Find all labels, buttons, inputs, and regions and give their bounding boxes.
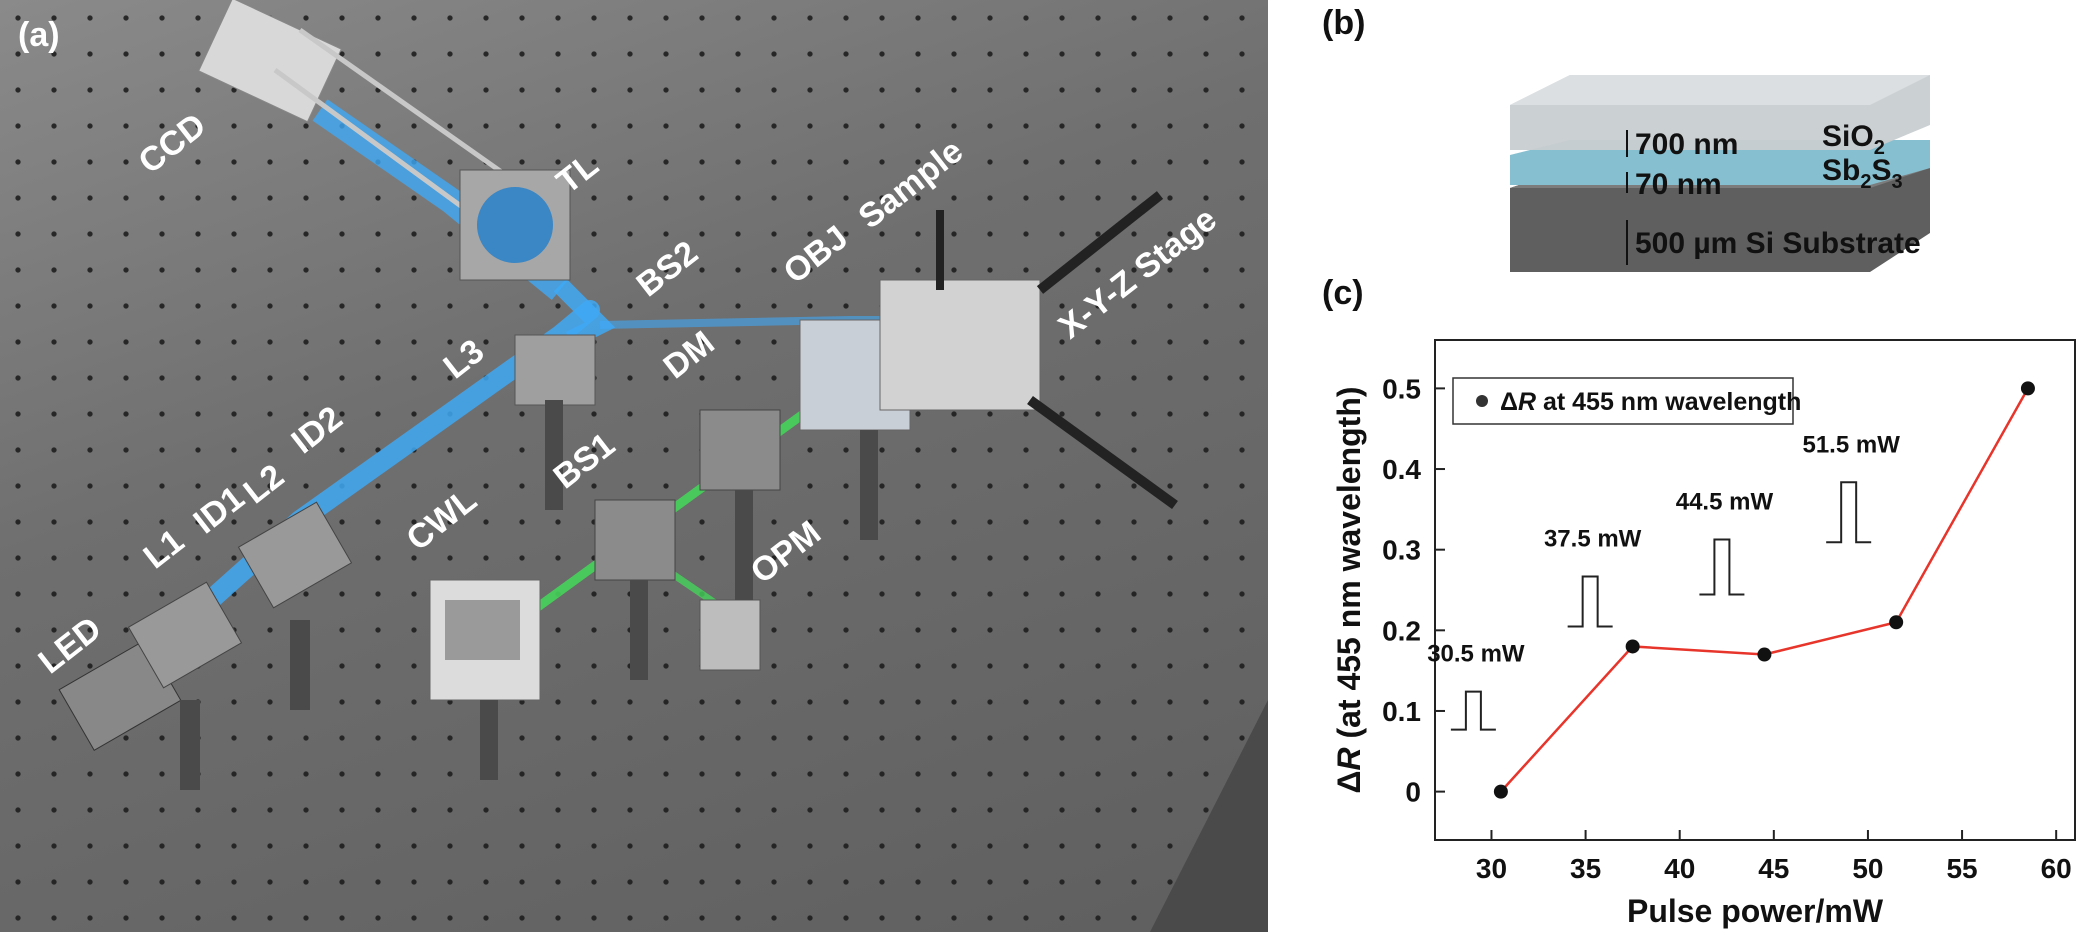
data-points [1493,381,2035,799]
layer-stack-diagram: 700 nm SiO2 70 nm Sb2S3 500 µm Si Substr… [1480,50,1940,290]
x-tick-label: 40 [1664,853,1695,884]
stage-micrometer [1036,191,1164,294]
optical-power-meter [699,599,761,671]
power-annotation: 51.5 mW [1802,431,1900,458]
panel-label-c: (c) [1322,274,1364,312]
x-tick-label: 55 [1946,853,1977,884]
series-line [1499,387,2030,793]
plot-frame [1434,339,2076,841]
y-tick-label: 0.4 [1382,454,1421,485]
cw-laser-fan [445,600,520,660]
table-edge [1150,700,1268,932]
x-tick-label: 50 [1852,853,1883,884]
label-dm: DM [657,324,722,387]
setup-photo-panel: CCD TL Sample OBJ BS2 X-Y-Z Stage L3 DM … [0,0,1268,932]
y-axis-title: ΔR (at 455 nm wavelength) [1331,386,1367,793]
tube-lens [477,187,553,263]
label-obj: OBJ [777,218,855,291]
sb2s3-layer [1510,140,1930,185]
cage-rail [273,67,482,223]
legend-box [1452,377,1794,425]
data-point [2020,381,2035,396]
lens-l2 [237,501,353,609]
optical-table-holes [0,0,1268,932]
sio2-name: SiO2 [1822,120,1885,159]
bs1-cube [514,334,596,406]
sb2s3-name: Sb2S3 [1822,154,1903,193]
label-bs2: BS2 [630,234,706,305]
chart-svg: 30 35 40 45 50 55 60 0 0.1 0.2 0.3 0.4 0.5 30.5 mW 3… [1331,132,2077,929]
label-sample: Sample [852,132,971,236]
power-annotation: 30.5 mW [1427,641,1525,668]
panel-label-b: (b) [1322,4,1366,42]
label-id2: ID2 [285,399,350,462]
data-point [1493,784,1508,799]
panel-label-a: (a) [18,16,60,54]
pulse-glyph [1699,538,1745,596]
data-point [1757,647,1772,662]
x-tick-label: 30 [1476,853,1507,884]
sio2-top [1510,75,1930,105]
x-tick-label: 45 [1758,853,1789,884]
pulse-glyph [1567,575,1613,628]
legend-marker [1476,395,1488,407]
post-holders [180,400,878,790]
substrate-layer [1510,168,1930,272]
lens-l1 [127,581,243,689]
sb2s3-thickness: 70 nm [1635,168,1722,201]
y-tick-label: 0.2 [1382,615,1421,646]
y-tick-label: 0 [1405,777,1421,808]
delta-r-chart: 30 35 40 45 50 55 60 0 0.1 0.2 0.3 0.4 0.5 30.5 mW 3… [1320,132,2100,932]
sio2-thickness: 700 nm [1635,128,1738,161]
substrate-label: 500 µm Si Substrate [1635,227,1921,260]
optical-setup-illustration: CCD TL Sample OBJ BS2 X-Y-Z Stage L3 DM … [58,0,1268,932]
x-tick-label: 60 [2041,853,2072,884]
x-axis-ticks: 30 35 40 45 50 55 60 [1476,830,2072,884]
power-annotation: 44.5 mW [1676,489,1774,516]
layer-stack-svg: 700 nm SiO2 70 nm Sb2S3 500 µm Si Substr… [1510,75,1930,272]
bs-laser-cube [594,499,676,581]
y-tick-label: 0.3 [1382,535,1421,566]
y-tick-label: 0.5 [1382,373,1421,404]
label-l1: L1 [137,522,192,576]
pulse-glyph [1450,690,1496,731]
y-tick-label: 0.1 [1382,696,1421,727]
x-axis-title: Pulse power/mW [1627,893,1884,929]
pulse-glyph [1826,481,1872,544]
label-xyz-stage: X-Y-Z Stage [1052,200,1224,346]
xyz-stage [879,279,1041,411]
data-point [1889,615,1904,630]
stage-micrometer [1027,395,1178,510]
power-annotation: 37.5 mW [1544,525,1642,552]
x-tick-label: 35 [1570,853,1601,884]
cage-rail [298,27,522,188]
y-axis-ticks: 0 0.1 0.2 0.3 0.4 0.5 [1382,373,1445,808]
dm-cube [699,409,781,491]
label-cwl: CWL [400,481,484,559]
data-point [1625,639,1640,654]
label-ccd: CCD [132,106,213,181]
legend-label: ΔR at 455 nm wavelength [1500,388,1801,416]
label-opm: OPM [744,514,828,592]
